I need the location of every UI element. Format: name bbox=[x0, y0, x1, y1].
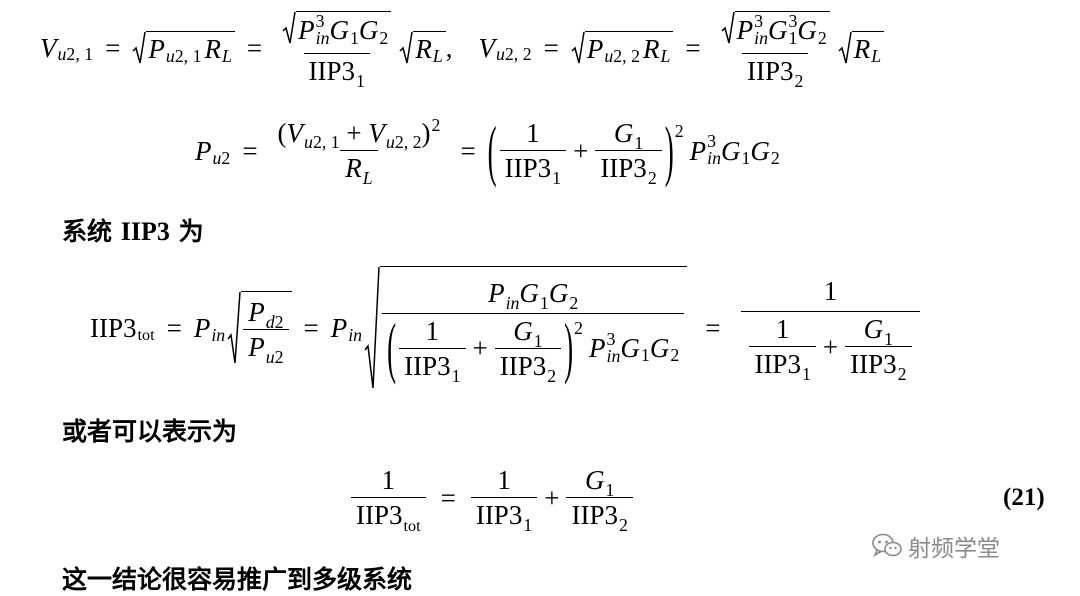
wechat-icon bbox=[872, 533, 902, 557]
label-system-iip3: 系统 IIP3 为 bbox=[62, 212, 204, 248]
watermark-text: 射频学堂 bbox=[908, 536, 1000, 562]
label-system-iip3-term: IIP3 bbox=[120, 217, 170, 246]
label-conclusion: 这一结论很容易推广到多级系统 bbox=[62, 565, 413, 594]
label-system-iip3-prefix: 系统 bbox=[62, 217, 113, 246]
equation-number: (21) bbox=[1003, 484, 1045, 511]
watermark: 射频学堂 bbox=[872, 529, 1000, 563]
label-alternative-form: 或者可以表示为 bbox=[62, 417, 238, 446]
label-system-iip3-suffix: 为 bbox=[178, 217, 204, 246]
